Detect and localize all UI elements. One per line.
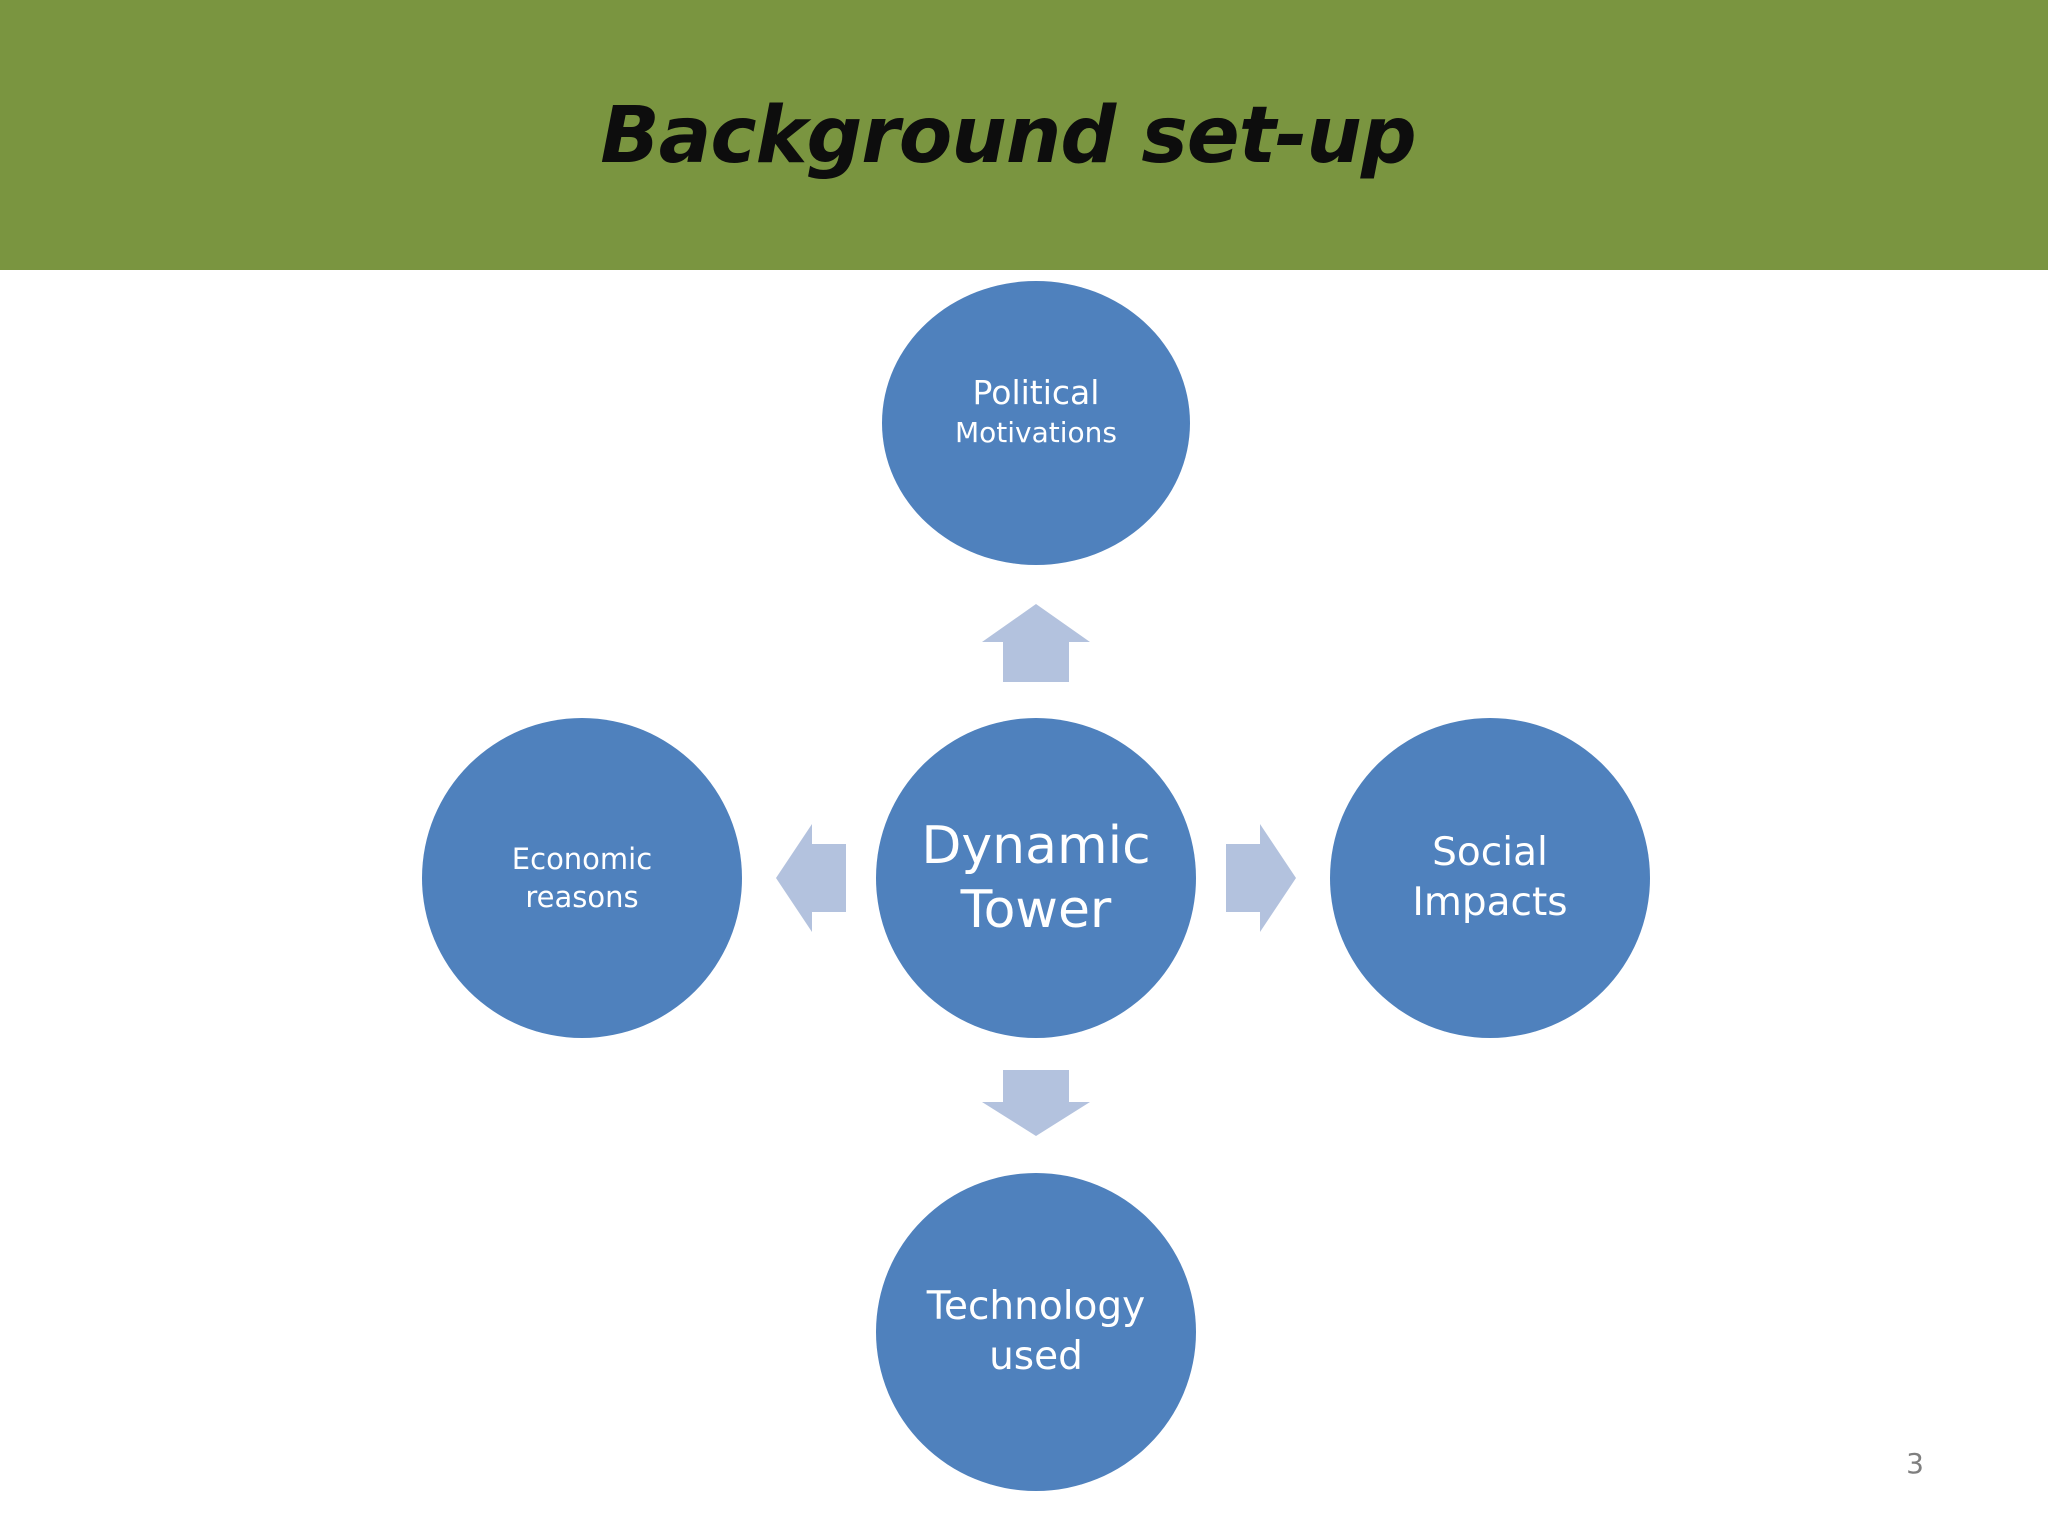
page-number: 3 (1906, 1447, 1924, 1480)
node-economic-reasons: Economic reasons (422, 718, 742, 1038)
node-technology-used-line1: Technology (926, 1284, 1146, 1329)
arrow-left-icon (776, 824, 846, 932)
node-technology-used-line2: used (989, 1334, 1083, 1379)
node-political-motivations-line1: Political (972, 373, 1100, 412)
node-dynamic-tower: Dynamic Tower (876, 718, 1196, 1038)
node-political-motivations-line2: Motivations (955, 416, 1117, 449)
node-political-motivations: Political Motivations (882, 281, 1190, 565)
node-dynamic-tower-line2: Tower (960, 880, 1112, 940)
arrow-right-icon (1226, 824, 1296, 932)
node-economic-reasons-line1: Economic (511, 842, 653, 876)
header-band (0, 0, 2048, 270)
slide-title: Background set-up (600, 91, 1416, 181)
arrow-down-icon (982, 1070, 1090, 1136)
arrow-up-icon (982, 604, 1090, 682)
node-social-impacts-line1: Social (1432, 830, 1548, 875)
node-technology-used: Technology used (876, 1173, 1196, 1491)
node-economic-reasons-line2: reasons (525, 880, 639, 914)
node-dynamic-tower-line1: Dynamic (921, 816, 1151, 876)
node-social-impacts-line2: Impacts (1412, 880, 1568, 925)
node-social-impacts: Social Impacts (1330, 718, 1650, 1038)
